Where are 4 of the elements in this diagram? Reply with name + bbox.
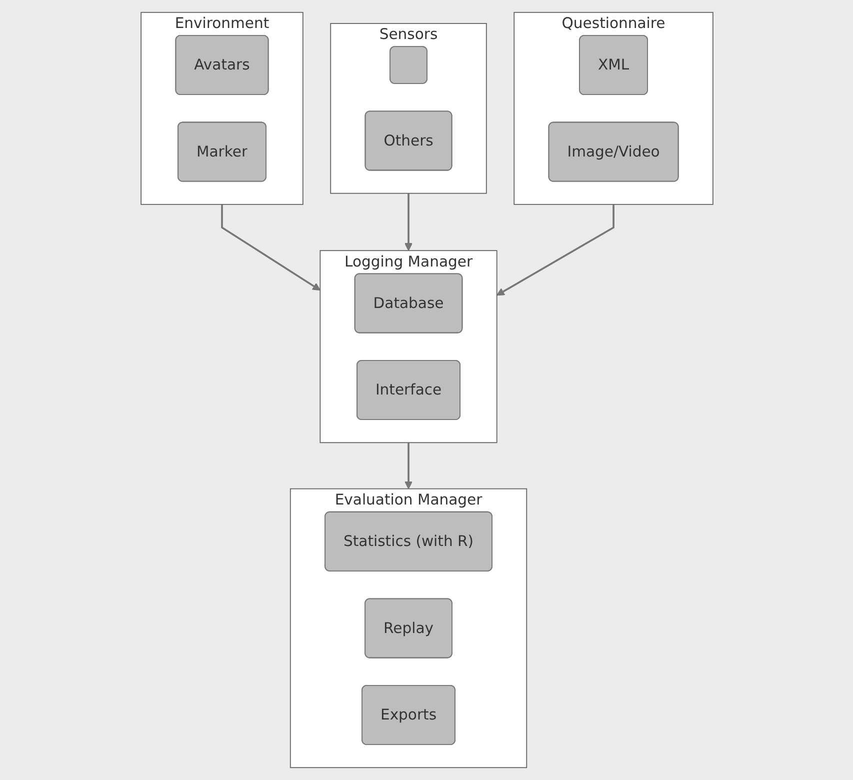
arrow	[404, 193, 412, 251]
arrow	[220, 204, 320, 291]
arrow	[404, 442, 412, 490]
arrow	[496, 204, 614, 296]
